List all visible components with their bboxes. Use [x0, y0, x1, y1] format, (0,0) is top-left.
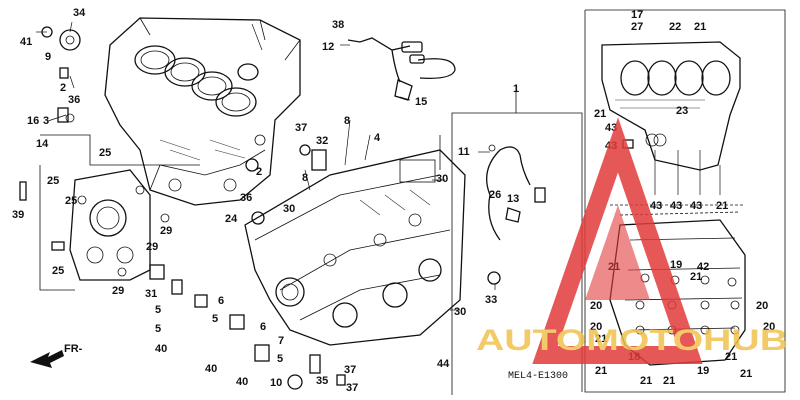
callout-37: 37 — [295, 122, 307, 134]
callout-25: 25 — [47, 175, 59, 187]
callout-21: 21 — [690, 271, 702, 283]
callout-30: 30 — [436, 173, 448, 185]
callout-21: 21 — [740, 368, 752, 380]
callout-8: 8 — [302, 172, 308, 184]
callout-21: 21 — [716, 200, 728, 212]
callout-31: 31 — [145, 288, 157, 300]
callout-24: 24 — [225, 213, 238, 225]
callout-37: 37 — [346, 382, 358, 394]
callout-21: 21 — [640, 375, 652, 387]
callout-21: 21 — [725, 351, 737, 363]
callout-30: 30 — [454, 306, 466, 318]
callout-35: 35 — [316, 375, 328, 387]
sensor-wiring — [347, 37, 546, 241]
callout-21: 21 — [694, 21, 706, 33]
callout-25: 25 — [65, 195, 77, 207]
callout-20: 20 — [590, 321, 602, 333]
callout-41: 41 — [20, 36, 32, 48]
callout-10: 10 — [270, 377, 282, 389]
diagram-code: MEL4-E1300 — [508, 371, 568, 382]
callout-7: 7 — [278, 335, 284, 347]
callout-21: 21 — [595, 365, 607, 377]
callout-5: 5 — [155, 323, 161, 335]
callout-43: 43 — [690, 200, 702, 212]
callout-8: 8 — [344, 115, 350, 127]
upper-crankcase — [104, 17, 301, 206]
callout-43: 43 — [670, 200, 682, 212]
callout-14: 14 — [36, 138, 49, 150]
callout-30: 30 — [283, 203, 295, 215]
callout-37: 37 — [344, 364, 356, 376]
callout-12: 12 — [322, 41, 334, 53]
callout-29: 29 — [146, 241, 158, 253]
callout-11: 11 — [458, 146, 470, 158]
callout-40: 40 — [236, 376, 248, 388]
callout-4: 4 — [374, 132, 381, 144]
callout-21: 21 — [594, 108, 606, 120]
callout-40: 40 — [155, 343, 167, 355]
callout-19: 19 — [697, 365, 709, 377]
callout-26: 26 — [489, 189, 501, 201]
callout-27: 27 — [631, 21, 643, 33]
callout-23: 23 — [676, 105, 688, 117]
callout-25: 25 — [99, 147, 111, 159]
callout-21: 21 — [595, 333, 607, 345]
watermark: AUTOMOTOHUB — [476, 117, 788, 364]
callout-5: 5 — [155, 304, 161, 316]
callout-5: 5 — [212, 313, 218, 325]
callout-29: 29 — [112, 285, 124, 297]
callout-36: 36 — [240, 192, 252, 204]
callout-39: 39 — [12, 209, 24, 221]
callout-20: 20 — [590, 300, 602, 312]
callout-15: 15 — [415, 96, 427, 108]
callout-2: 2 — [256, 166, 262, 178]
crankcase-cover — [69, 169, 151, 281]
callout-42: 42 — [697, 261, 709, 273]
leader-lines — [36, 21, 721, 311]
callout-21: 21 — [663, 375, 675, 387]
lower-crankcase — [244, 149, 466, 346]
callout-33: 33 — [485, 294, 497, 306]
callout-9: 9 — [45, 51, 51, 63]
callout-5: 5 — [277, 353, 283, 365]
watermark-triangle-icon — [532, 117, 703, 364]
callout-36: 36 — [68, 94, 80, 106]
callout-40: 40 — [205, 363, 217, 375]
front-arrow-icon — [30, 350, 64, 368]
callout-38: 38 — [332, 19, 344, 31]
callout-25: 25 — [52, 265, 64, 277]
callout-13: 13 — [507, 193, 519, 205]
callout-19: 19 — [670, 259, 682, 271]
callout-labels: 41 34 9 2 36 16 3 14 25 25 25 25 39 29 2… — [12, 7, 775, 394]
callout-44: 44 — [437, 358, 450, 370]
callout-16: 16 — [27, 115, 39, 127]
watermark-text: AUTOMOTOHUB — [476, 324, 788, 357]
callout-34: 34 — [73, 7, 86, 19]
callout-6: 6 — [260, 321, 266, 333]
fasteners — [19, 26, 659, 390]
callout-32: 32 — [316, 135, 328, 147]
callout-22: 22 — [669, 21, 681, 33]
callout-3: 3 — [43, 115, 49, 127]
callout-6: 6 — [218, 295, 224, 307]
upper-case-detail — [601, 41, 741, 171]
watermark-inner-triangle-icon — [585, 205, 650, 300]
callout-29: 29 — [160, 225, 172, 237]
front-label: FR- — [64, 343, 83, 355]
callout-20: 20 — [756, 300, 768, 312]
group-label: 1 — [513, 83, 519, 95]
callout-2: 2 — [60, 82, 66, 94]
callout-17: 17 — [631, 9, 643, 21]
callout-43: 43 — [650, 200, 662, 212]
callout-20: 20 — [763, 321, 775, 333]
